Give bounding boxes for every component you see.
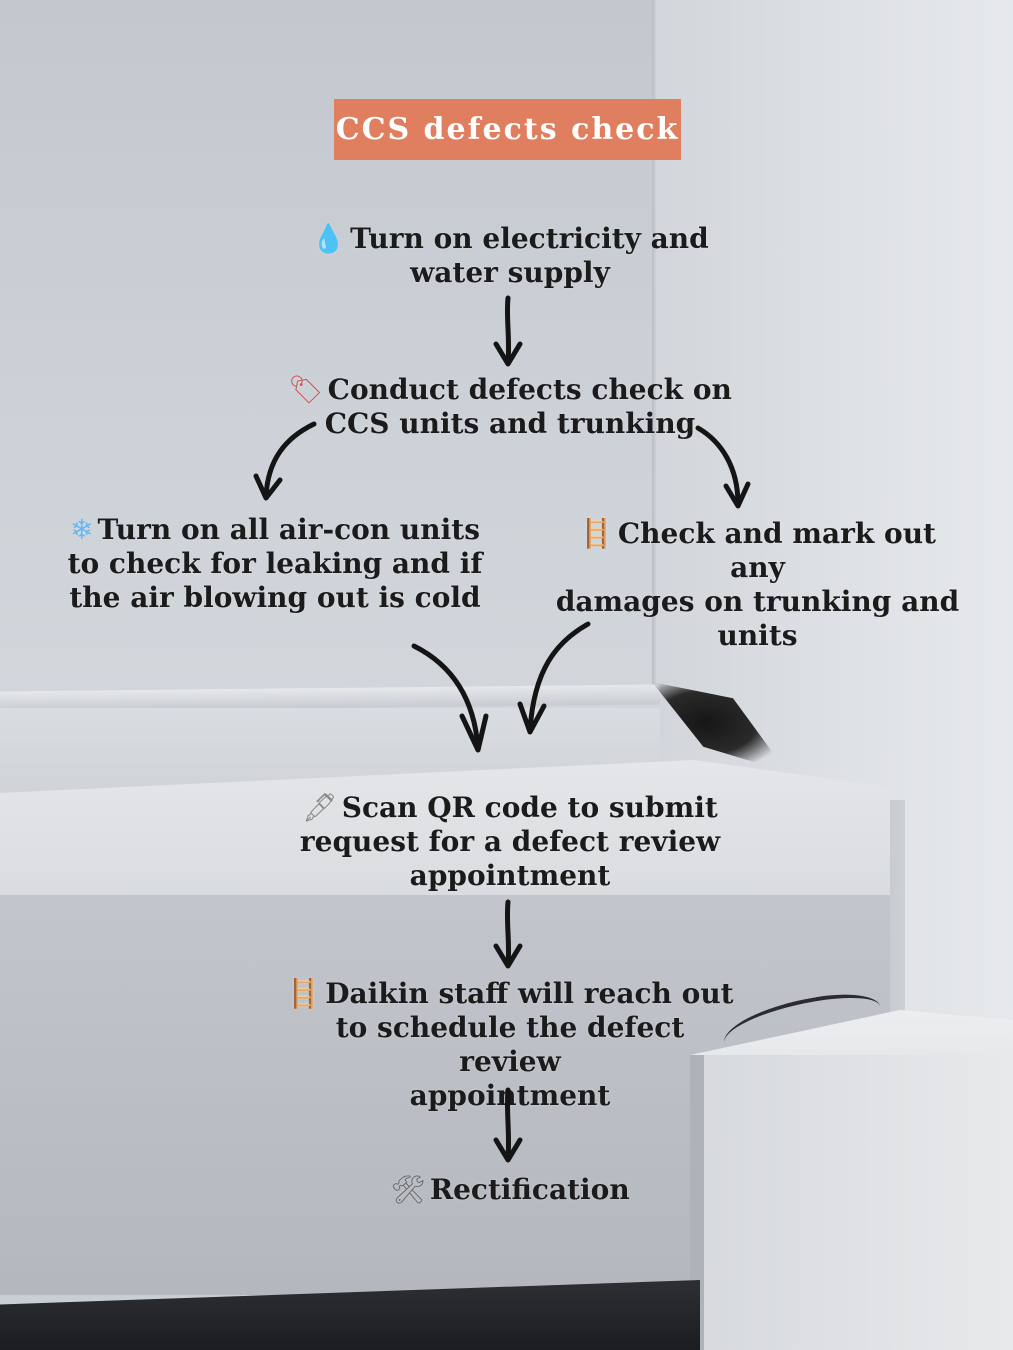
step-edge [690, 1055, 704, 1350]
step-front [690, 1055, 1013, 1350]
step-line: to schedule the defect review [335, 1011, 685, 1078]
step-daikin: 🪜Daikin staff will reach out to schedule… [285, 977, 735, 1113]
step-line: Scan QR code to submit [341, 791, 718, 824]
step-scan-qr: 🖋Scan QR code to submit request for a de… [290, 791, 730, 893]
step-mark-damages: 🪜Check and mark out any damages on trunk… [555, 517, 960, 653]
wall-corner [652, 0, 658, 700]
water-drop-icon: 💧 [311, 222, 347, 255]
step-electricity: 💧Turn on electricity and water supply [300, 222, 720, 290]
step-line: Conduct defects check on [327, 373, 732, 406]
step-line: Turn on all air-con units [97, 513, 480, 546]
step-line: damages on trunking and [555, 585, 960, 618]
step-line: Rectification [429, 1173, 630, 1206]
hammer-wrench-icon: 🛠 [390, 1173, 426, 1206]
tag-icon: 🏷 [288, 373, 324, 406]
step-line: Check and mark out any [617, 517, 936, 584]
ladder-icon: 🪜 [579, 517, 614, 550]
step-line: the air blowing out is cold [69, 581, 481, 614]
step-rectification: 🛠Rectification [360, 1173, 660, 1207]
step-line: appointment [409, 859, 611, 892]
step-line: units [717, 619, 798, 652]
step-conduct-check: 🏷Conduct defects check on CCS units and … [280, 373, 740, 441]
pen-icon: 🖋 [302, 791, 338, 824]
step-line: water supply [410, 256, 610, 289]
step-line: Turn on electricity and [350, 222, 709, 255]
step-line: request for a defect review [299, 825, 721, 858]
step-aircon: ❄Turn on all air-con units to check for … [60, 513, 490, 615]
snowflake-icon: ❄ [70, 513, 94, 546]
step-line: Daikin staff will reach out [325, 977, 734, 1010]
step-line: CCS units and trunking [324, 407, 696, 440]
ladder-icon: 🪜 [286, 977, 322, 1010]
step-line: to check for leaking and if [67, 547, 483, 580]
step-line: appointment [409, 1079, 611, 1112]
title-badge: CCS defects check [334, 99, 681, 160]
